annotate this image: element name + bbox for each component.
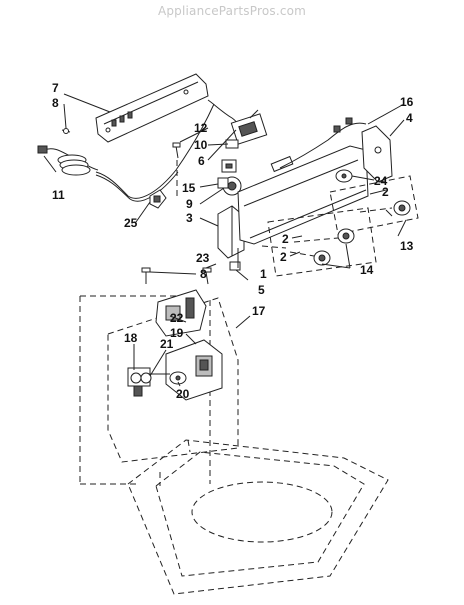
callout-2-lower: 2 xyxy=(280,250,287,264)
screw-8-top xyxy=(61,128,71,134)
timer-6 xyxy=(230,109,268,145)
callout-6: 6 xyxy=(198,154,205,168)
callout-15: 15 xyxy=(182,181,196,195)
callout-3: 3 xyxy=(186,211,193,225)
power-cord-11 xyxy=(37,103,215,202)
callout-14: 14 xyxy=(360,263,374,277)
callout-labels: 7 8 11 12 10 6 25 15 9 3 16 4 24 2 13 2 … xyxy=(52,81,414,401)
screw-5 xyxy=(229,261,249,281)
screw-12 xyxy=(172,142,181,159)
callout-2-upper: 2 xyxy=(382,185,389,199)
callout-7: 7 xyxy=(52,81,59,95)
callout-21: 21 xyxy=(160,337,174,351)
cabinet-frame xyxy=(127,439,389,595)
callout-9: 9 xyxy=(186,197,193,211)
watermark: AppliancePartsPros.com xyxy=(157,4,307,18)
callout-11: 11 xyxy=(52,188,65,202)
callout-2-middle: 2 xyxy=(282,232,289,246)
rotary-15 xyxy=(217,177,229,189)
callout-19: 19 xyxy=(170,326,184,340)
knob-group-13 xyxy=(329,175,419,235)
pump-19 xyxy=(165,339,223,401)
callout-5: 5 xyxy=(258,283,265,297)
callout-22: 22 xyxy=(170,311,184,325)
knob-group-14 xyxy=(261,207,377,277)
callout-20: 20 xyxy=(176,387,190,401)
end-cap-3 xyxy=(217,205,245,259)
leader-lines xyxy=(43,93,407,387)
callout-23: 23 xyxy=(196,251,210,265)
callout-1: 1 xyxy=(260,267,267,281)
water-valve-18 xyxy=(127,367,170,397)
callout-8-lower: 8 xyxy=(200,267,207,281)
valve-22 xyxy=(155,289,207,337)
callout-18: 18 xyxy=(124,331,138,345)
screw-8-lower xyxy=(141,267,151,284)
callout-25: 25 xyxy=(124,216,138,230)
switch-10 xyxy=(221,139,239,173)
callout-12: 12 xyxy=(194,121,208,135)
end-cap-4 xyxy=(361,125,393,183)
callout-24: 24 xyxy=(374,174,388,188)
callout-4: 4 xyxy=(406,111,413,125)
callout-13: 13 xyxy=(400,239,414,253)
wire-16 xyxy=(279,122,367,169)
callout-17: 17 xyxy=(252,304,266,318)
callout-8: 8 xyxy=(52,96,59,110)
harness-cover-7 xyxy=(95,73,209,143)
callout-16: 16 xyxy=(400,95,414,109)
callout-10: 10 xyxy=(194,138,208,152)
